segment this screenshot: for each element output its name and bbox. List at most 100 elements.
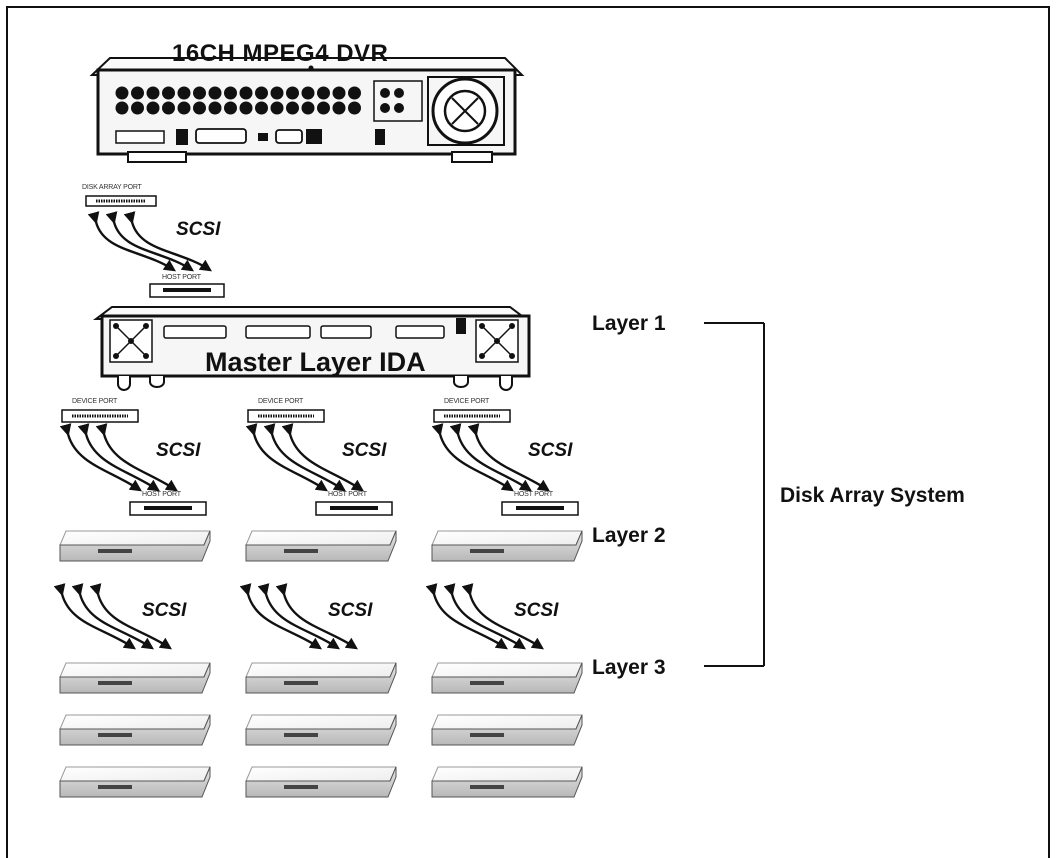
scsi-cable <box>59 423 142 492</box>
bnc-connector <box>193 86 206 100</box>
host-port-label: HOST PORT <box>328 491 367 498</box>
disk-badge <box>470 733 504 737</box>
scsi-cable <box>281 423 364 492</box>
dvr-fan <box>427 76 505 146</box>
disk-top <box>245 662 397 678</box>
dvr-unit <box>89 57 525 163</box>
disk-enclosure <box>245 766 397 798</box>
disk-enclosure <box>59 714 211 746</box>
bnc-connector <box>115 86 129 100</box>
scsi-label: SCSI <box>176 219 221 240</box>
fan-screw <box>509 353 515 359</box>
device-port-label: DEVICE PORT <box>444 398 490 405</box>
scsi-cable <box>461 583 544 650</box>
disk-enclosure <box>59 530 211 562</box>
disk-front <box>431 714 583 746</box>
device-port-label: DEVICE PORT <box>72 398 118 405</box>
disk-enclosure <box>59 766 211 798</box>
bnc-connector <box>224 86 237 100</box>
bnc-connector <box>286 86 299 100</box>
scsi-cable <box>77 423 160 492</box>
disk-front <box>59 530 211 562</box>
bnc-connector <box>208 86 222 100</box>
disk-column <box>425 409 583 798</box>
disk-front <box>245 714 397 746</box>
bnc-connector <box>115 101 129 115</box>
layer-3-label: Layer 3 <box>592 656 666 679</box>
bnc-connector <box>146 86 160 100</box>
disk-enclosure <box>59 662 211 694</box>
master-layer-label: Master Layer IDA <box>205 347 426 377</box>
host-port-label: HOST PORT <box>162 274 201 281</box>
scsi-label: SCSI <box>156 440 201 461</box>
fan-screw <box>509 323 515 329</box>
bnc-connector <box>177 86 191 100</box>
scsi-cable <box>275 583 358 650</box>
scsi-label: SCSI <box>514 600 559 621</box>
fan-screw <box>479 323 485 329</box>
disk-badge <box>98 549 132 553</box>
layer-1-label: Layer 1 <box>592 312 666 335</box>
disk-front <box>431 662 583 694</box>
disk-column <box>239 409 397 798</box>
dvr-title: 16CH MPEG4 DVR <box>172 40 389 67</box>
dvr-disk-array-connector <box>85 195 157 207</box>
bnc-connector <box>286 101 299 115</box>
bnc-connector <box>270 86 284 100</box>
scsi-cable <box>245 423 328 492</box>
bnc-connector <box>348 86 361 100</box>
disk-badge <box>284 785 318 789</box>
disk-badge <box>470 681 504 685</box>
scsi-cable <box>89 583 172 650</box>
audio-connector <box>380 103 390 113</box>
bnc-connector <box>131 86 144 100</box>
disk-front <box>59 766 211 798</box>
bnc-connector <box>301 86 315 100</box>
scsi-label: SCSI <box>342 440 387 461</box>
bnc-connector <box>301 101 315 115</box>
disk-front <box>245 766 397 798</box>
disk-badge <box>470 549 504 553</box>
scsi-cable <box>425 583 508 650</box>
bnc-connector <box>193 101 206 115</box>
disk-badge <box>98 681 132 685</box>
dvr-bnc-ports <box>115 86 404 115</box>
disk-column <box>53 409 211 798</box>
disk-top <box>245 714 397 730</box>
bnc-connector <box>332 86 346 100</box>
fan-screw <box>143 353 149 359</box>
disk-badge <box>470 785 504 789</box>
scsi-cable <box>263 423 346 492</box>
disk-array-port-label: DISK ARRAY PORT <box>82 184 142 191</box>
fan-screw <box>494 338 500 344</box>
bnc-connector <box>255 101 268 115</box>
disk-enclosure <box>245 714 397 746</box>
ida-fan-grilles <box>109 319 519 363</box>
scsi-label: SCSI <box>142 600 187 621</box>
audio-connector <box>394 103 404 113</box>
disk-badge <box>284 549 318 553</box>
scsi-label: SCSI <box>528 440 573 461</box>
disk-front <box>431 766 583 798</box>
scsi-cable <box>239 583 322 650</box>
fan-screw <box>143 323 149 329</box>
scsi-cable <box>431 423 514 492</box>
bnc-connector <box>317 86 330 100</box>
scsi-cable <box>449 423 532 492</box>
disk-front <box>59 714 211 746</box>
host-port-label: HOST PORT <box>142 491 181 498</box>
bnc-connector <box>348 101 361 115</box>
bnc-connector <box>239 86 253 100</box>
ida-host-connector <box>149 283 225 298</box>
scsi-cable <box>123 211 212 272</box>
bnc-connector <box>317 101 330 115</box>
disk-enclosure <box>431 662 583 694</box>
fan-screw <box>113 323 119 329</box>
disk-top <box>431 714 583 730</box>
scsi-label: SCSI <box>328 600 373 621</box>
disk-enclosure <box>431 766 583 798</box>
disk-top <box>59 766 211 782</box>
device-port-label: DEVICE PORT <box>258 398 304 405</box>
